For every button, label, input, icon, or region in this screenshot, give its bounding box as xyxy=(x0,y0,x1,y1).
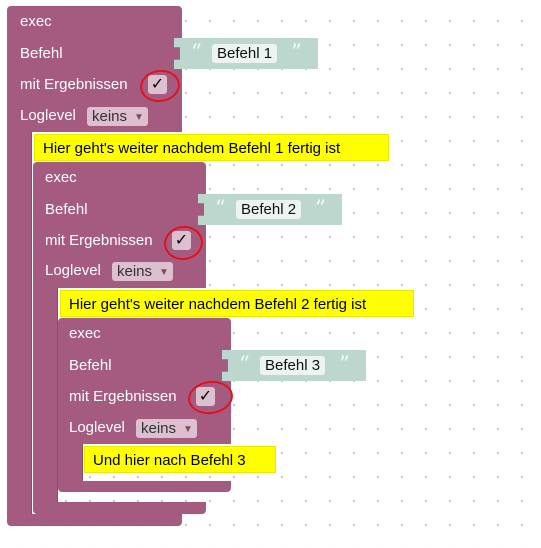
dropdown-arrow-icon: ▼ xyxy=(134,112,144,123)
exec-block-2-statement-arm xyxy=(33,288,58,502)
exec-block-1-loglevel-label: Loglevel xyxy=(20,107,76,124)
exec-block-3-statement-arm xyxy=(58,444,83,481)
string-block-3-value[interactable]: Befehl 3 xyxy=(260,356,326,375)
close-quote-icon: ” xyxy=(315,196,326,220)
exec-block-1-command-label: Befehl xyxy=(20,45,63,62)
close-quote-icon: ” xyxy=(291,40,302,64)
exec-block-3-results-checkbox[interactable]: ✓ xyxy=(196,387,215,406)
string-block-1-value[interactable]: Befehl 1 xyxy=(212,44,278,63)
comment-after-command-2[interactable]: Hier geht's weiter nachdem Befehl 2 fert… xyxy=(60,290,414,317)
exec-block-3-results-label: mit Ergebnissen xyxy=(69,388,177,405)
comment-after-command-3[interactable]: Und hier nach Befehl 3 xyxy=(84,446,276,473)
string-block-2[interactable]: “ Befehl 2 ” xyxy=(198,194,342,225)
dropdown-arrow-icon: ▼ xyxy=(183,424,193,435)
exec-block-3-loglevel-label: Loglevel xyxy=(69,419,125,436)
exec-block-1-inner-edge xyxy=(31,132,32,514)
exec-block-3-bottom-arm xyxy=(58,481,231,492)
dropdown-arrow-icon: ▼ xyxy=(159,267,169,278)
exec-block-1-bottom-arm xyxy=(7,514,182,526)
open-quote-icon: “ xyxy=(191,40,202,64)
exec-block-2-loglevel-label: Loglevel xyxy=(45,262,101,279)
exec-block-2-loglevel-dropdown[interactable]: keins ▼ xyxy=(112,262,173,281)
exec-block-2-inner-edge xyxy=(57,288,58,502)
comment-after-command-1[interactable]: Hier geht's weiter nachdem Befehl 1 fert… xyxy=(34,134,389,161)
exec-block-3-loglevel-dropdown[interactable]: keins ▼ xyxy=(136,419,197,438)
exec-block-2-command-label: Befehl xyxy=(45,201,88,218)
exec-block-2-bottom-arm xyxy=(33,502,206,514)
exec-block-1-title: exec xyxy=(20,13,52,30)
exec-block-3-loglevel-value: keins xyxy=(141,420,177,437)
exec-block-1-loglevel-value: keins xyxy=(92,108,128,125)
close-quote-icon: ” xyxy=(339,352,350,376)
exec-block-1-loglevel-dropdown[interactable]: keins ▼ xyxy=(87,107,148,126)
exec-block-3-inner-edge xyxy=(82,444,83,481)
string-block-2-value[interactable]: Befehl 2 xyxy=(236,200,302,219)
string-block-1[interactable]: “ Befehl 1 ” xyxy=(174,38,318,69)
open-quote-icon: “ xyxy=(239,352,250,376)
exec-block-1-results-label: mit Ergebnissen xyxy=(20,76,128,93)
exec-block-2-results-checkbox[interactable]: ✓ xyxy=(172,231,191,250)
open-quote-icon: “ xyxy=(215,196,226,220)
exec-block-2-results-label: mit Ergebnissen xyxy=(45,232,153,249)
exec-block-1-results-checkbox[interactable]: ✓ xyxy=(148,75,167,94)
exec-block-2-title: exec xyxy=(45,169,77,186)
exec-block-3-command-label: Befehl xyxy=(69,357,112,374)
exec-block-3-title: exec xyxy=(69,325,101,342)
exec-block-2-loglevel-value: keins xyxy=(117,263,153,280)
exec-block-1-statement-arm xyxy=(7,132,32,514)
string-block-3[interactable]: “ Befehl 3 ” xyxy=(222,350,366,381)
